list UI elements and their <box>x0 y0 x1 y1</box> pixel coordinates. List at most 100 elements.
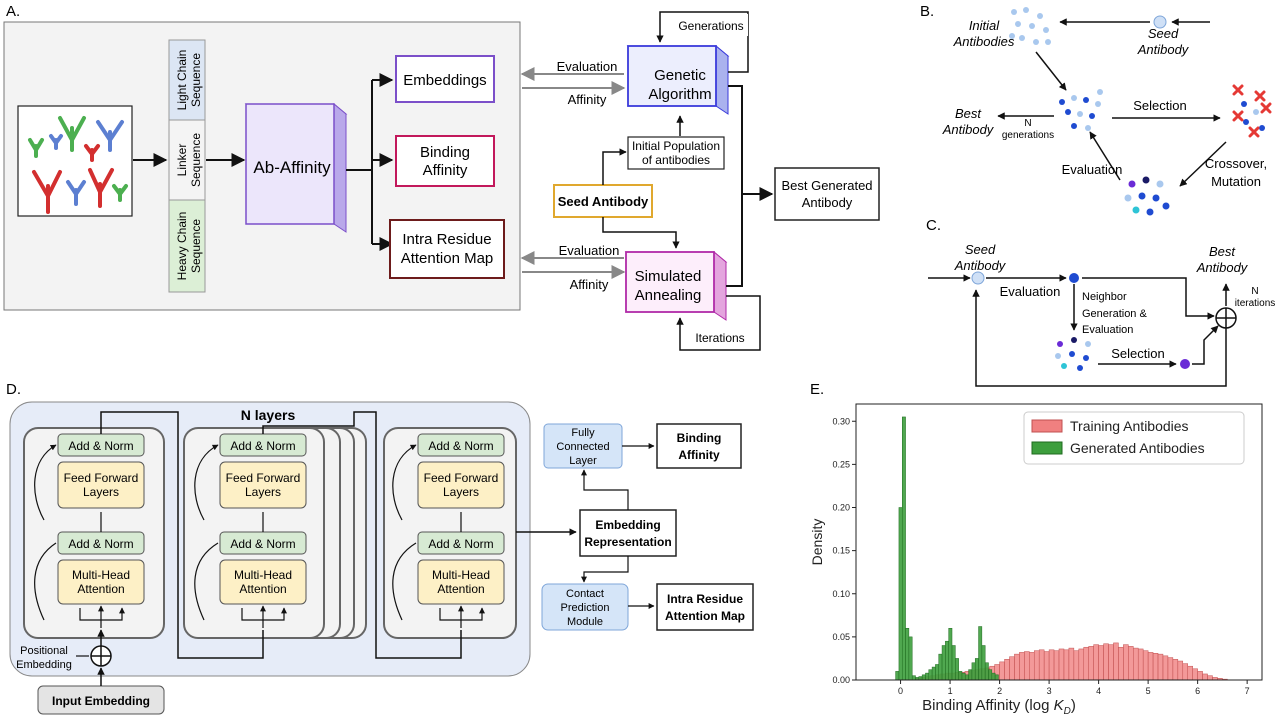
x-tick-label: 1 <box>948 686 953 696</box>
linker-label: LinkerSequence <box>175 133 203 187</box>
attention-label-2: Attention Map <box>401 250 494 267</box>
panel-c: C. Seed Antibody Evaluation Neighbor Gen… <box>926 217 1275 387</box>
histogram-bar <box>1024 651 1030 681</box>
c-seed-label-1: Seed <box>965 242 996 257</box>
fc-label-2: Connected <box>556 441 609 453</box>
offspring-cluster <box>1124 176 1170 216</box>
combiner-symbol <box>1215 307 1237 329</box>
histogram-bar <box>1147 652 1154 681</box>
b-best-label-1: Best <box>955 106 982 121</box>
histogram-bar <box>1197 671 1203 681</box>
iterations-label: Iterations <box>695 331 744 345</box>
y-tick-label: 0.25 <box>832 459 850 469</box>
histogram-bar <box>1033 650 1040 681</box>
y-tick-label: 0.30 <box>832 416 850 426</box>
histogram-bar <box>1048 649 1055 681</box>
x-tick-label: 6 <box>1195 686 1200 696</box>
b-n-label-2: generations <box>1002 130 1054 141</box>
histogram-bar <box>1063 649 1070 681</box>
histogram-bar <box>1078 648 1085 681</box>
x-tick-label: 7 <box>1245 686 1250 696</box>
initial-label-1: Initial <box>969 18 1000 33</box>
intra-residue-output-box: Intra Residue Attention Map <box>656 583 754 631</box>
x-tick-label: 3 <box>1047 686 1052 696</box>
histogram-bar <box>988 669 993 681</box>
encoder-layer-1: Add & Norm Feed Forward Layers Add & Nor… <box>23 427 165 639</box>
mha-label-nb: Attention <box>437 582 484 596</box>
sequence-column: Light ChainSequence LinkerSequence Heavy… <box>168 39 206 293</box>
sa-label-2: Annealing <box>635 287 702 304</box>
embeddings-label: Embeddings <box>403 72 486 89</box>
d-intra-label-2: Attention Map <box>665 609 745 623</box>
histogram-bar <box>981 645 986 681</box>
fc-label-3: Layer <box>569 455 597 467</box>
histogram-bar <box>941 645 946 681</box>
histogram-bar <box>1128 646 1134 681</box>
init-pop-label-1: Initial Population <box>632 139 720 153</box>
histogram-bar <box>1073 650 1080 681</box>
histogram-bar <box>1014 653 1020 681</box>
ff-label-2b: Layers <box>245 485 281 499</box>
b-evaluation-label: Evaluation <box>1062 162 1123 177</box>
histogram-bar <box>994 674 999 681</box>
histogram-bar <box>1192 668 1198 681</box>
histogram-bar <box>928 669 933 681</box>
c-n-label-1: N <box>1251 286 1258 297</box>
histogram-bar <box>1093 644 1099 681</box>
histogram-bar <box>971 662 976 681</box>
c-selected-dot <box>1180 359 1190 369</box>
crossover-label-2: Mutation <box>1211 174 1261 189</box>
evaluation-top-label: Evaluation <box>557 59 618 74</box>
histogram-bar <box>1133 647 1139 681</box>
c-selection-label: Selection <box>1111 346 1164 361</box>
mha-label-na: Multi-Head <box>432 568 490 582</box>
antibody-structure-image <box>17 105 133 217</box>
evaluation-bottom-label: Evaluation <box>559 243 620 258</box>
histogram-bar <box>1207 675 1213 681</box>
emb-label-2: Representation <box>584 535 671 549</box>
histogram-bar <box>1019 652 1025 681</box>
histogram-bar <box>961 672 966 681</box>
histogram-bar <box>1162 655 1169 681</box>
y-axis-label: Density <box>809 519 825 566</box>
fully-connected-layer-box: Fully Connected Layer <box>543 423 623 469</box>
histogram-bar <box>1202 673 1208 681</box>
cp-label-1: Contact <box>566 588 604 600</box>
histogram-bar <box>918 676 923 681</box>
y-tick-label: 0.15 <box>832 546 850 556</box>
positional-embedding-add <box>90 645 112 667</box>
histogram-bar <box>948 628 953 681</box>
histogram-bar <box>991 672 996 681</box>
add-norm-bottom-n: Add & Norm <box>428 537 493 551</box>
evaluated-cluster <box>1059 89 1103 131</box>
neighbor-cluster <box>1055 337 1091 371</box>
input-embedding-box: Input Embedding <box>37 685 165 715</box>
binding-label-2: Affinity <box>423 162 468 179</box>
histogram-bar <box>1053 650 1060 681</box>
histogram-bar <box>901 416 906 681</box>
binding-affinity-output-box: Binding Affinity <box>656 423 742 469</box>
histogram-bar <box>1142 650 1149 681</box>
x-tick-label: 4 <box>1096 686 1101 696</box>
c-best-label-1: Best <box>1209 244 1236 259</box>
crossed-out-marks <box>1232 84 1272 138</box>
panel-d-label: D. <box>6 381 21 398</box>
ga-label-2: Algorithm <box>648 86 711 103</box>
histogram-bar <box>984 662 989 681</box>
histogram-bar <box>1098 645 1104 681</box>
encoder-layer-n: Add & Norm Feed Forward Layers Add & Nor… <box>383 427 517 639</box>
pos-label-1: Positional <box>20 645 68 657</box>
histogram-bar <box>978 626 983 681</box>
histogram-bar <box>905 628 910 681</box>
heavy-chain-label: Heavy ChainSequence <box>175 212 203 281</box>
y-tick-label: 0.05 <box>832 632 850 642</box>
histogram-bar <box>938 653 943 681</box>
histogram-bar <box>999 661 1005 681</box>
c-seed-label-2: Antibody <box>954 258 1007 273</box>
seed-antibody-dot <box>1153 15 1167 29</box>
mha-label-1b: Attention <box>77 582 124 596</box>
legend-box <box>1023 411 1245 465</box>
affinity-top-label: Affinity <box>568 92 607 107</box>
